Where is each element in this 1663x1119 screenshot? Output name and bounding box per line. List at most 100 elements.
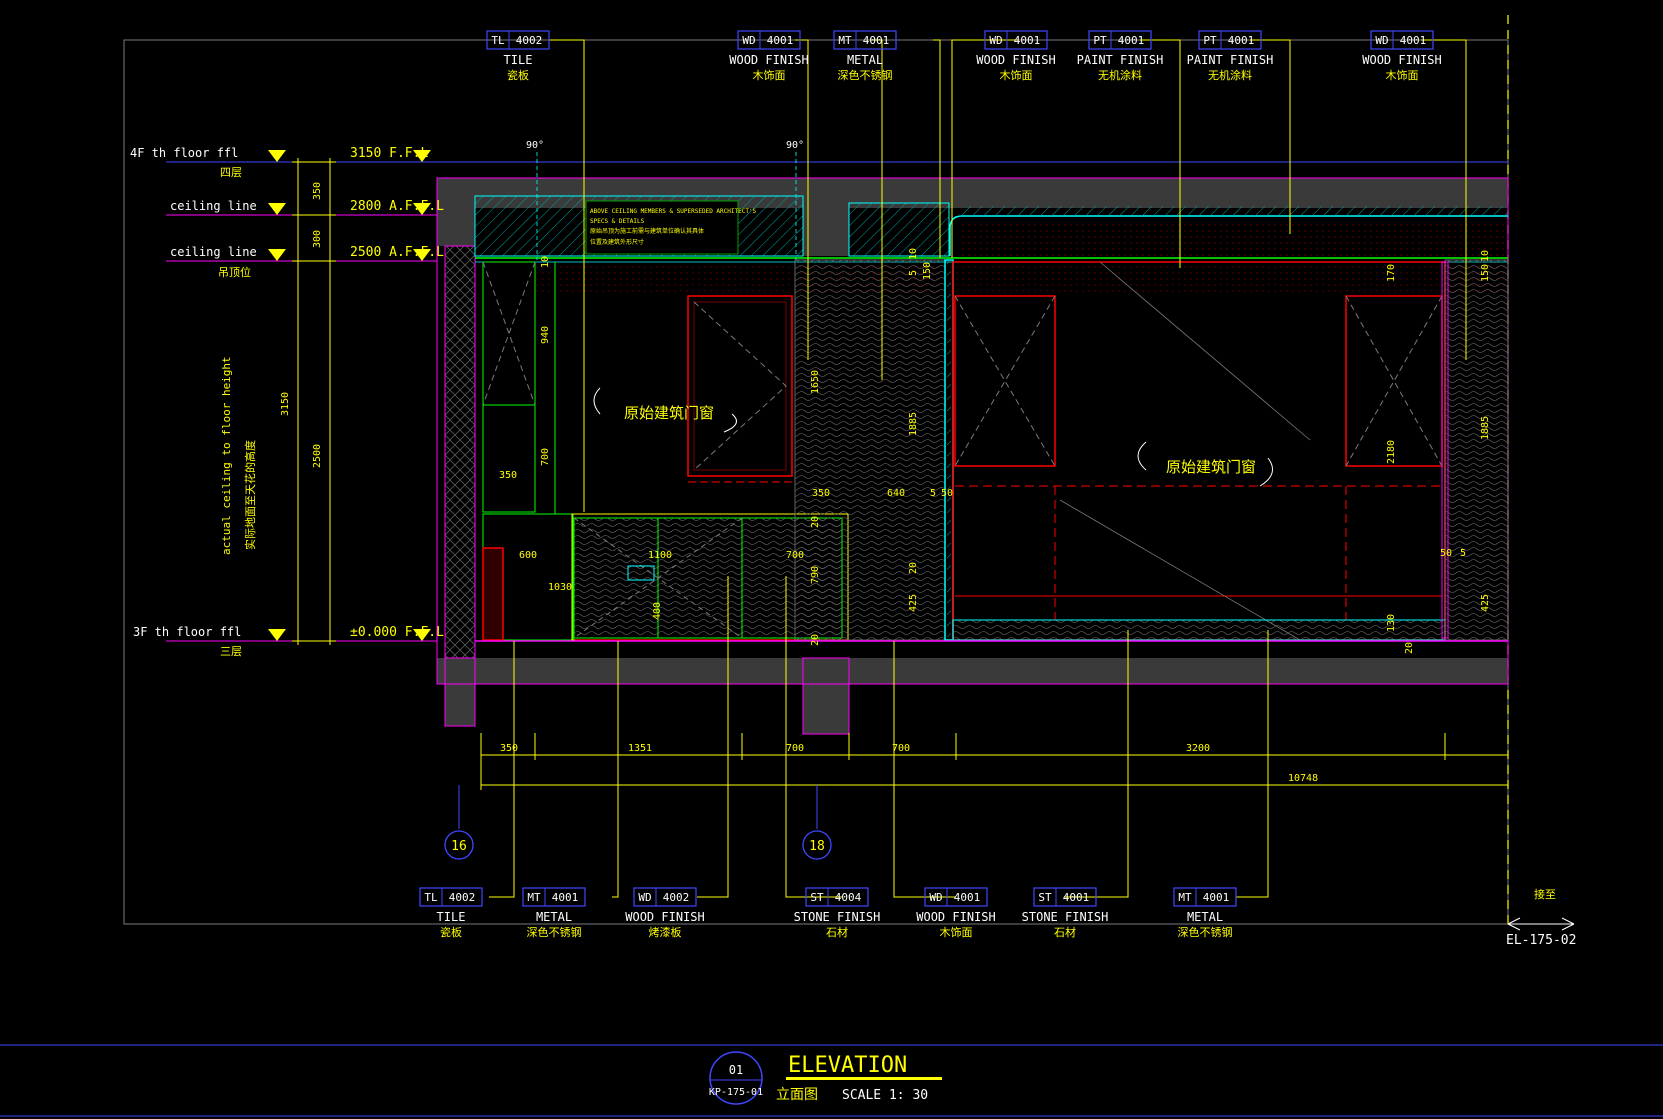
tag-material-cn: 深色不锈钢 [838,68,893,82]
title-scale: SCALE 1: 30 [842,1088,928,1103]
svg-text:1100: 1100 [648,550,672,561]
tag-material-cn: 深色不锈钢 [1178,925,1233,939]
tag-material-cn: 瓷板 [507,68,529,82]
tag-material: WOOD FINISH [625,910,704,924]
level-label-ceiling-1: ceiling line [170,199,257,213]
tag-material-cn: 木饰面 [1000,68,1033,82]
tag-number: 4001 [1203,891,1230,904]
ceiling-duct [949,215,1508,256]
title-sheet: KP-175-01 [709,1087,763,1098]
ceiling-note-line-3: 原始吊顶为施工前需与建筑单位确认其具体 [590,227,704,235]
svg-text:5: 5 [1460,548,1466,559]
tag-number: 4002 [516,34,543,47]
vdim-2500: 2500 [312,444,323,468]
svg-text:700: 700 [540,448,551,466]
tag-material: WOOD FINISH [916,910,995,924]
bottom-dim-lines [480,733,1508,790]
tag-code: WD [929,891,942,904]
window-left [687,295,795,483]
grid-bubble-16-label: 16 [451,839,467,854]
ceiling-dots-right [962,220,1508,256]
tag-material: METAL [536,910,572,924]
tag-material-cn: 烤漆板 [649,925,682,939]
ceiling-hatch-mid [848,202,950,257]
svg-text:600: 600 [519,550,537,561]
tag-material-cn: 木饰面 [1386,68,1419,82]
tag-material-cn: 深色不锈钢 [527,925,582,939]
tag-material: TILE [437,910,466,924]
svg-text:20: 20 [1404,642,1415,654]
svg-text:425: 425 [1480,594,1491,612]
svg-text:400: 400 [652,602,663,620]
tag-number: 4002 [449,891,476,904]
angle-mark-2: 90° [786,140,804,151]
tag-code: WD [989,34,1002,47]
bottom-leaders [489,576,1269,898]
svg-text:1885: 1885 [1480,416,1491,440]
grid-bubble-18-label: 18 [809,839,825,854]
continue-ref: EL-175-02 [1506,933,1576,948]
continue-note: 接至 [1534,888,1556,901]
tag-code: TL [491,34,505,47]
svg-text:50: 50 [1440,548,1452,559]
level-markers [268,150,431,641]
tag-code: MT [527,891,541,904]
tag-number: 4001 [954,891,981,904]
tag-number: 4001 [767,34,794,47]
ceiling-note-line-1: ABOVE CEILING MEMBERS & SUPERSEDED ARCHI… [590,208,757,215]
window-label-right: 原始建筑门窗 [1166,458,1256,476]
grid-bubble-18 [802,830,832,860]
swing-arrow-2 [1137,441,1147,471]
svg-text:640: 640 [887,488,905,499]
title-bubble [709,1051,763,1105]
tag-material: METAL [1187,910,1223,924]
bdim-350: 350 [500,743,518,754]
wood-column-right [1444,259,1509,641]
tag-number: 4002 [663,891,690,904]
tag-material-cn: 无机涂料 [1208,68,1252,82]
tag-material-cn: 石材 [1054,925,1076,939]
level-label-3f: 3F th floor ffl [133,625,241,639]
grid-bubble-16 [444,830,474,860]
tag-material: WOOD FINISH [729,53,808,67]
vdim-300: 300 [312,230,323,248]
level-mark-2500: 2500 A.F.F.L [350,245,444,260]
tag-material-cn: 木饰面 [940,925,973,939]
tag-code: WD [1375,34,1388,47]
title-underline [786,1077,942,1080]
bdim-700a: 700 [786,743,804,754]
svg-text:10: 10 [1480,250,1491,262]
tag-material: WOOD FINISH [1362,53,1441,67]
svg-text:1030: 1030 [548,582,572,593]
tag-material: STONE FINISH [1022,910,1109,924]
pelmet-dots [535,264,1508,292]
tag-code: PT [1203,34,1217,47]
svg-text:940: 940 [540,326,551,344]
level-mark-3150: 3150 F.F.L [350,146,428,161]
vertical-dim-lines [292,158,336,645]
level-label-ceiling-2: ceiling line [170,245,257,259]
tag-code: WD [742,34,755,47]
svg-text:130: 130 [1386,614,1397,632]
svg-text:350: 350 [499,470,517,481]
svg-text:700: 700 [786,550,804,561]
svg-text:425: 425 [908,594,919,612]
window-label-left: 原始建筑门窗 [624,404,714,422]
tag-number: 4004 [835,891,862,904]
window-right [952,261,1446,641]
level-label-ceiling-2-cn: 吊顶位 [218,265,251,279]
tag-material-cn: 石材 [826,925,848,939]
tag-material-cn: 木饰面 [753,68,786,82]
tag-material: METAL [847,53,883,67]
svg-text:150: 150 [922,262,933,280]
tag-material-cn: 瓷板 [440,925,462,939]
